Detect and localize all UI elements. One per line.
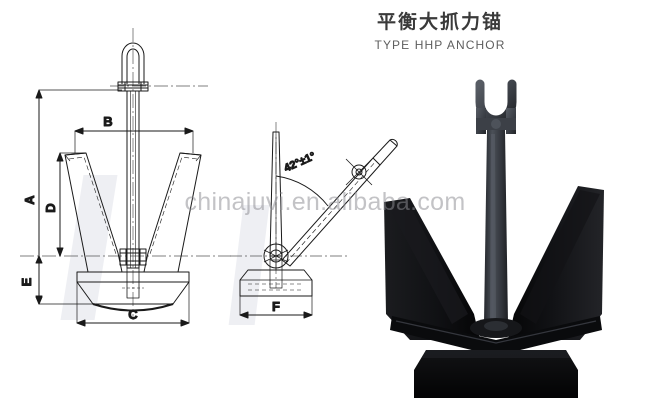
shackle-pin-head [491,119,501,129]
dim-C-arrow-left [76,319,86,327]
dim-D-arrow-top [56,152,64,162]
inclined-shackle-bow [372,139,398,166]
side-view-svg: 42°±1° [230,122,398,319]
side-elevation-drawing: 42°±1° [228,110,403,325]
title-english: TYPE HHP ANCHOR [374,37,506,52]
inclined-shackle-eye [389,139,398,147]
shank-pin-inner [355,168,363,176]
pin-cross-line [345,158,373,186]
right-fluke-top-edge [179,152,202,156]
dimension-C: C [76,282,190,327]
dim-B-arrow-left [74,127,84,135]
base-plate-top-edge [422,350,570,358]
crown-hub-highlight [484,321,508,331]
anchor-photo-svg [384,79,604,398]
dimension-E: E [19,255,43,305]
dim-D-label: D [43,203,58,212]
right-fluke [143,152,202,273]
anchor-shank [484,130,508,323]
crown-spine-highlight [395,320,597,344]
dim-F-arrow-left [239,311,249,319]
angle-label: 42°±1° [282,150,317,174]
shank-highlight [490,134,496,320]
dimension-B: B [74,114,194,153]
dim-E-arrow-bottom [35,296,43,305]
front-elevation-drawing: A D E [18,20,233,340]
dim-B-arrow-right [184,127,194,135]
right-fluke-hidden-line [149,156,198,255]
front-view-svg: A D E [19,28,231,327]
hhp-anchor-photograph [352,78,637,403]
title-chinese: 平衡大抓力锚 [376,12,503,33]
dim-C-label: C [128,307,138,322]
left-fluke-corner [64,154,71,162]
dim-A-arrow-top [35,89,43,99]
angle-arc [275,175,329,207]
base-plate [414,350,578,398]
left-fluke-face [388,202,468,324]
shank-foot [269,259,283,289]
shank-pin-circle [351,164,367,180]
crown-pivot-cluster [263,242,289,270]
dim-E-arrow-top [35,255,43,264]
base-curved-edge [92,303,174,312]
dim-B-label: B [103,114,112,129]
title-block: 平衡大抓力锚 TYPE HHP ANCHOR [330,12,550,52]
dim-C-arrow-right [180,319,190,327]
shank-inclined-centre [285,160,377,264]
right-fluke-face [520,190,600,324]
shackle-bow-outer [121,42,145,84]
dim-D-arrow-bottom [56,247,64,257]
shackle-bow-inner [126,48,140,84]
dim-F-arrow-right [303,311,313,319]
left-fluke-hidden-line [68,156,117,255]
left-fluke [64,152,123,273]
shank-foot [126,267,140,299]
base-trapezoid [76,281,190,305]
right-fluke-corner [195,154,202,162]
shank-inclined [281,139,398,267]
crown-spine [390,316,602,356]
dimension-D: D [43,152,86,257]
crown-pivot-block [119,248,147,266]
dim-E-label: E [19,277,34,286]
dim-A-label: A [22,195,37,205]
dimension-F: F [239,296,313,319]
dim-F-label: F [272,299,280,314]
